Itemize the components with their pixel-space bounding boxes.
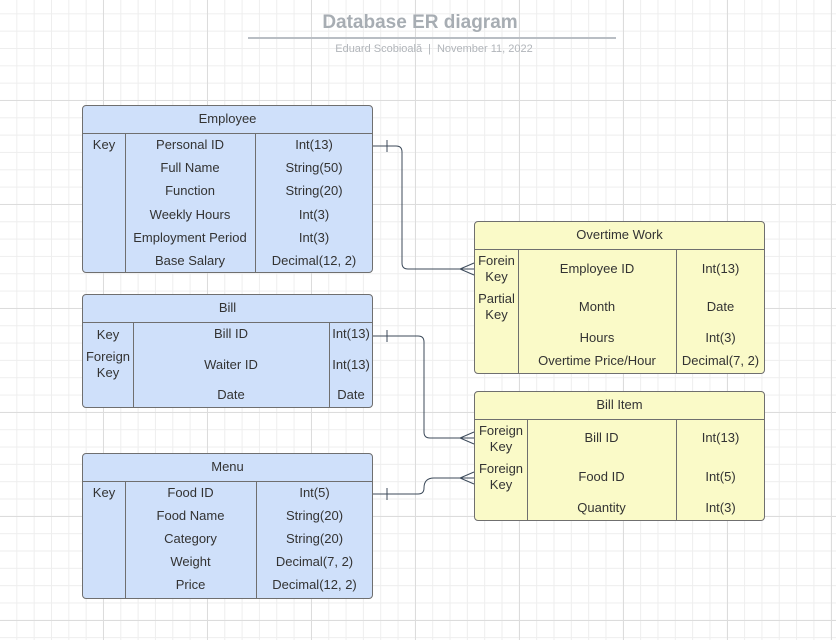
field-type: Int(13) (332, 326, 370, 341)
entity-bill-item-title: Bill Item (475, 392, 764, 420)
field-type: Int(5) (299, 485, 330, 500)
key-label: Key (92, 485, 116, 500)
field-name: Hours (579, 330, 615, 345)
entity-bill[interactable]: Bill Key Foreign Key Bill ID Int(13) Wai… (82, 294, 373, 408)
field-type: Date (337, 387, 365, 402)
field-type: Decimal(12, 2) (272, 577, 357, 592)
author-name: Eduard Scobioală (335, 43, 423, 55)
field-name: Weight (170, 554, 211, 569)
field-type: String(20) (285, 508, 344, 523)
field-type: Int(13) (701, 261, 740, 276)
column-divider (676, 249, 677, 373)
column-divider (255, 133, 256, 272)
field-type: Int(5) (705, 469, 736, 484)
column-divider (125, 133, 126, 272)
key-label: Key (96, 327, 120, 342)
entity-menu-title: Menu (83, 454, 372, 482)
many-marker-billitem-bill (458, 431, 475, 445)
field-name: Personal ID (156, 137, 224, 152)
foreign-key-label: Foreign Key (478, 423, 524, 454)
entity-bill-item[interactable]: Bill Item Foreign Key Foreign Key Bill I… (474, 391, 765, 521)
field-name: Employment Period (133, 230, 247, 245)
field-type: String(50) (285, 160, 343, 175)
field-name: Price (175, 577, 206, 592)
entity-bill-title: Bill (83, 295, 372, 323)
field-name: Waiter ID (204, 357, 258, 372)
column-divider (125, 481, 126, 598)
field-name: Base Salary (154, 253, 226, 268)
field-type: Int(13) (701, 430, 740, 445)
field-name: Overtime Price/Hour (538, 353, 656, 368)
field-name: Month (578, 299, 616, 314)
field-type: String(20) (285, 183, 343, 198)
column-divider (527, 419, 528, 520)
field-type: Int(13) (295, 137, 333, 152)
partial-key-label: Partial Key (478, 291, 515, 322)
field-name: Food ID (167, 485, 214, 500)
entity-overtime-work-title: Overtime Work (475, 222, 764, 250)
field-name: Category (164, 531, 217, 546)
field-type: Decimal(7, 2) (275, 554, 354, 569)
diagram-subtitle: Eduard Scobioală | November 11, 2022 (250, 43, 618, 55)
field-type: String(20) (285, 531, 344, 546)
entity-overtime-work[interactable]: Overtime Work Forein Key Partial Key Emp… (474, 221, 765, 374)
field-type: Decimal(12, 2) (271, 253, 357, 268)
foreign-key-label: Forein Key (478, 253, 515, 284)
subtitle-separator: | (428, 43, 431, 55)
entity-menu[interactable]: Menu Key Food ID Int(5) Food Name String… (82, 453, 373, 599)
connector-menu-billitem (373, 477, 474, 495)
foreign-key-label: Foreign Key (478, 461, 524, 492)
column-divider (676, 419, 677, 520)
field-name: Quantity (577, 500, 626, 515)
foreign-key-label: Foreign Key (85, 349, 131, 380)
title-underline (248, 37, 616, 39)
key-label: Key (92, 137, 116, 152)
field-name: Date (217, 387, 245, 402)
field-type: Int(13) (332, 357, 370, 372)
field-name: Full Name (160, 160, 220, 175)
field-type: Date (706, 299, 735, 314)
field-type: Decimal(7, 2) (681, 353, 760, 368)
many-marker-overtime (458, 262, 475, 276)
column-divider (329, 322, 330, 407)
entity-employee-title: Employee (83, 106, 372, 134)
entity-employee[interactable]: Employee Key Personal ID Int(13) Full Na… (82, 105, 373, 273)
diagram-date: November 11, 2022 (436, 43, 533, 55)
field-name: Food ID (578, 469, 625, 484)
field-name: Bill ID (214, 326, 248, 341)
field-name: Employee ID (559, 261, 635, 276)
field-type: Int(3) (705, 500, 736, 515)
field-name: Function (165, 183, 215, 198)
connector-employee-overtime (373, 145, 474, 270)
connector-bill-billitem (373, 335, 474, 439)
field-name: Food Name (156, 508, 225, 523)
column-divider (256, 481, 257, 598)
field-name: Weekly Hours (149, 207, 231, 222)
field-name: Bill ID (584, 430, 619, 445)
many-marker-billitem-menu (458, 471, 475, 485)
field-type: Int(3) (705, 330, 736, 345)
diagram-title: Database ER diagram (322, 12, 518, 33)
field-type: Int(3) (298, 230, 330, 245)
column-divider (133, 322, 134, 407)
field-type: Int(3) (298, 207, 330, 222)
column-divider (518, 249, 519, 373)
